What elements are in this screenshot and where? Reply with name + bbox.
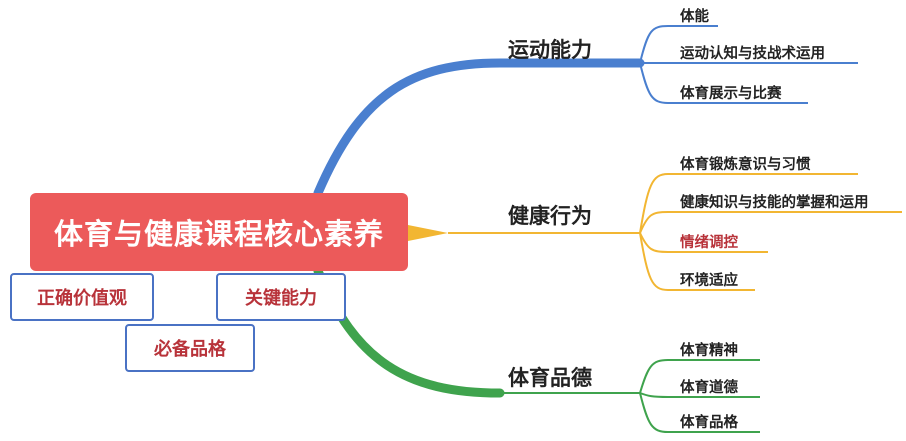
leaf-line-health-2 bbox=[639, 211, 902, 234]
central-topic[interactable]: 体育与健康课程核心素养 bbox=[30, 193, 408, 271]
leaf-line-health-4 bbox=[639, 232, 755, 291]
leaf-motor-2[interactable]: 运动认知与技战术运用 bbox=[680, 46, 825, 62]
leaf-line-health-1 bbox=[639, 173, 858, 234]
leaf-moral-1[interactable]: 体育精神 bbox=[680, 343, 738, 359]
leaf-health-4[interactable]: 环境适应 bbox=[680, 273, 738, 289]
leaf-line-health-3 bbox=[639, 232, 768, 253]
branch-health-behavior[interactable]: 健康行为 bbox=[508, 204, 592, 228]
branch-motor-ability[interactable]: 运动能力 bbox=[508, 38, 592, 62]
leaf-moral-2[interactable]: 体育道德 bbox=[680, 380, 738, 396]
branch-curve-motor bbox=[313, 58, 645, 198]
tag-values[interactable]: 正确价值观 bbox=[10, 273, 154, 321]
leaf-line-motor-1 bbox=[639, 25, 718, 64]
leaf-motor-1[interactable]: 体能 bbox=[680, 9, 709, 25]
leaf-motor-3[interactable]: 体育展示与比赛 bbox=[680, 86, 782, 102]
leaf-line-moral-3 bbox=[639, 392, 760, 433]
leaf-line-moral-2 bbox=[639, 392, 760, 398]
tag-character[interactable]: 必备品格 bbox=[125, 324, 255, 372]
branch-wedge-health bbox=[408, 225, 448, 241]
leaf-health-1[interactable]: 体育锻炼意识与习惯 bbox=[680, 157, 811, 173]
tag-key-ability[interactable]: 关键能力 bbox=[216, 273, 346, 321]
branch-sport-morality[interactable]: 体育品德 bbox=[508, 366, 592, 390]
leaf-line-moral-1 bbox=[639, 359, 760, 394]
leaf-moral-3[interactable]: 体育品格 bbox=[680, 415, 738, 431]
leaf-health-2[interactable]: 健康知识与技能的掌握和运用 bbox=[680, 195, 869, 211]
leaf-health-3[interactable]: 情绪调控 bbox=[680, 235, 738, 251]
leaf-line-motor-3 bbox=[639, 62, 808, 104]
